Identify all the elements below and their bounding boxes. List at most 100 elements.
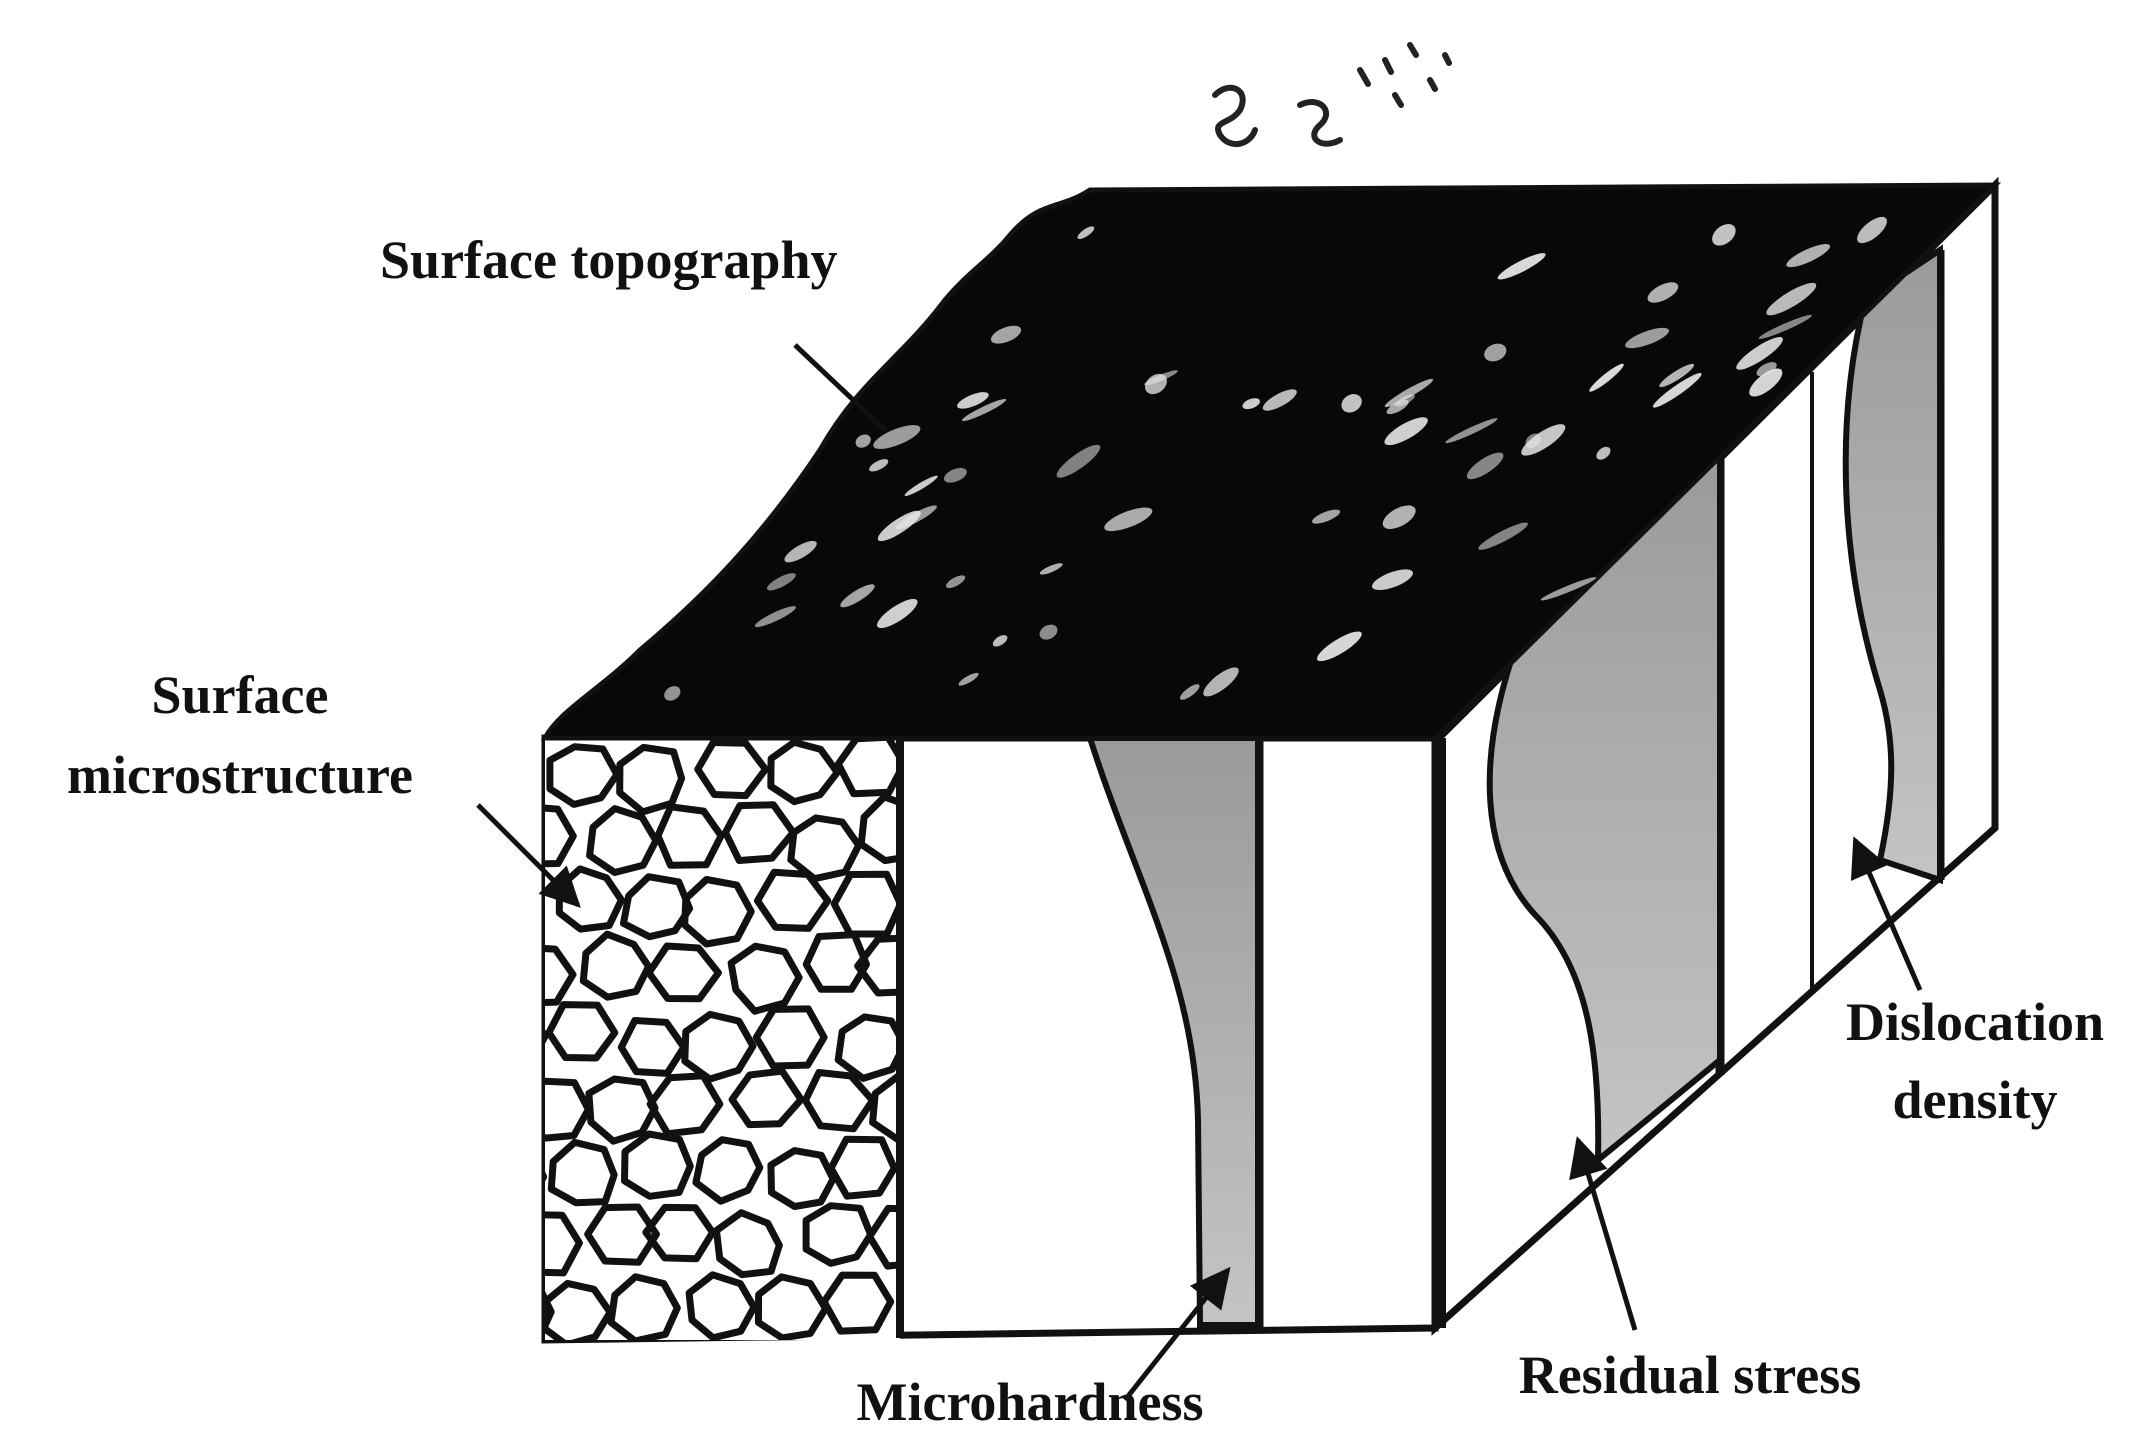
- grain-cell: [854, 934, 900, 997]
- surface-highlight: [946, 575, 966, 589]
- grain-cell: [834, 738, 900, 798]
- grain-cell: [801, 1069, 877, 1133]
- grain-cell: [645, 942, 722, 1003]
- grain-cell: [545, 803, 577, 868]
- surface-highlight: [1540, 577, 1597, 601]
- grain-cell: [681, 876, 755, 948]
- grain-cell: [584, 1203, 660, 1266]
- dislocation-density-arrow: [1850, 836, 1923, 991]
- surface-highlight: [766, 573, 796, 591]
- surface-topography-top-face: [540, 182, 2002, 741]
- surface-highlight: [1712, 224, 1736, 246]
- grain-cell: [545, 1004, 549, 1070]
- grain-cell: [546, 743, 621, 808]
- surface-highlight: [1758, 314, 1812, 339]
- surface-highlight: [1596, 446, 1611, 460]
- grain-cell: [866, 1204, 900, 1270]
- grain-cell: [830, 870, 900, 938]
- surface-highlight: [1382, 505, 1416, 529]
- grain-cell: [547, 1138, 618, 1207]
- grain-cell: [802, 1202, 875, 1267]
- surface-highlight: [1056, 444, 1101, 478]
- surface-highlights: [664, 216, 1887, 701]
- surface-highlight: [1659, 363, 1695, 388]
- grain-cells: [469, 738, 900, 1340]
- grain-cell: [728, 1067, 805, 1129]
- grain-cell: [585, 1075, 659, 1145]
- surface-highlight: [1180, 684, 1200, 700]
- surface-highlight: [1317, 631, 1362, 662]
- label-microhardness: Microhardness: [857, 1372, 1204, 1432]
- surface-highlight: [754, 606, 796, 628]
- grain-cell: [767, 738, 841, 806]
- surface-highlight: [943, 467, 967, 483]
- surface-highlight: [990, 325, 1022, 344]
- label-residual-stress: Residual stress: [1519, 1345, 1862, 1405]
- grain-cell: [767, 1147, 837, 1210]
- grain-cell: [642, 1203, 717, 1263]
- grain-cell: [545, 1279, 614, 1340]
- surface-highlight: [840, 584, 875, 608]
- grain-cell: [754, 868, 832, 932]
- surface-highlight: [1766, 282, 1817, 316]
- debris-particles: [1212, 42, 1452, 147]
- surface-highlight: [958, 672, 979, 686]
- microhardness-profile: [1085, 735, 1261, 1328]
- surface-highlight: [1625, 327, 1670, 349]
- surface-highlight: [664, 686, 681, 701]
- surface-highlight: [1484, 343, 1507, 362]
- surface-highlight: [1478, 522, 1528, 550]
- surface-highlight: [1077, 226, 1095, 240]
- dislocation-density-profile: [1842, 244, 1943, 885]
- label-dislocation-density-line2: density: [1892, 1070, 2057, 1130]
- grain-cell: [620, 873, 694, 941]
- grain-cell: [681, 1010, 757, 1083]
- surface-highlight: [1242, 398, 1260, 410]
- surface-highlight: [1395, 394, 1415, 407]
- grain-cell: [752, 1005, 828, 1070]
- surface-highlight: [1312, 509, 1341, 524]
- leader-lines: [476, 343, 1923, 1402]
- grain-cell: [607, 1273, 681, 1340]
- surface-highlight: [1445, 418, 1498, 444]
- surface-highlight: [1039, 563, 1063, 575]
- grain-cell: [820, 1271, 895, 1335]
- grain-cell: [754, 1273, 830, 1340]
- grain-cell: [692, 1136, 764, 1205]
- grain-cell: [545, 1278, 555, 1340]
- surface-highlight: [1262, 389, 1297, 411]
- grain-cell: [654, 803, 725, 869]
- surface-highlight: [873, 425, 921, 449]
- surface-highlight: [1749, 368, 1783, 397]
- surface-highlight: [904, 475, 938, 496]
- surface-highlight: [1857, 216, 1887, 244]
- surface-highlight: [1497, 253, 1546, 280]
- surface-highlight: [1756, 362, 1777, 377]
- grain-cell: [722, 801, 797, 864]
- label-surface-microstructure-line2: microstructure: [67, 745, 413, 805]
- grain-cell: [827, 1135, 898, 1200]
- grain-cell: [713, 1209, 783, 1279]
- residual-stress-arrow: [1569, 1136, 1638, 1331]
- grain-cell: [616, 743, 686, 816]
- grain-cell: [473, 882, 541, 941]
- surface-highlight: [961, 398, 1007, 422]
- surface-highlight: [1371, 569, 1414, 591]
- surface-highlight: [1736, 337, 1783, 370]
- surface-highlight: [1384, 378, 1434, 408]
- surface-highlight: [1521, 424, 1566, 456]
- grain-cell: [469, 750, 532, 807]
- surface-highlight: [1786, 244, 1831, 268]
- surface-highlight: [1647, 282, 1679, 303]
- grain-cell: [857, 793, 900, 865]
- grain-cell: [617, 1017, 688, 1077]
- microhardness-arrow: [1123, 1266, 1231, 1402]
- surface-highlight: [957, 392, 989, 409]
- surface-highlight: [877, 598, 918, 629]
- surface-highlight: [855, 434, 871, 448]
- surface-highlight: [1203, 667, 1239, 697]
- grain-cell: [834, 1013, 900, 1082]
- grain-cell: [545, 1077, 592, 1142]
- grain-cell: [545, 1211, 583, 1277]
